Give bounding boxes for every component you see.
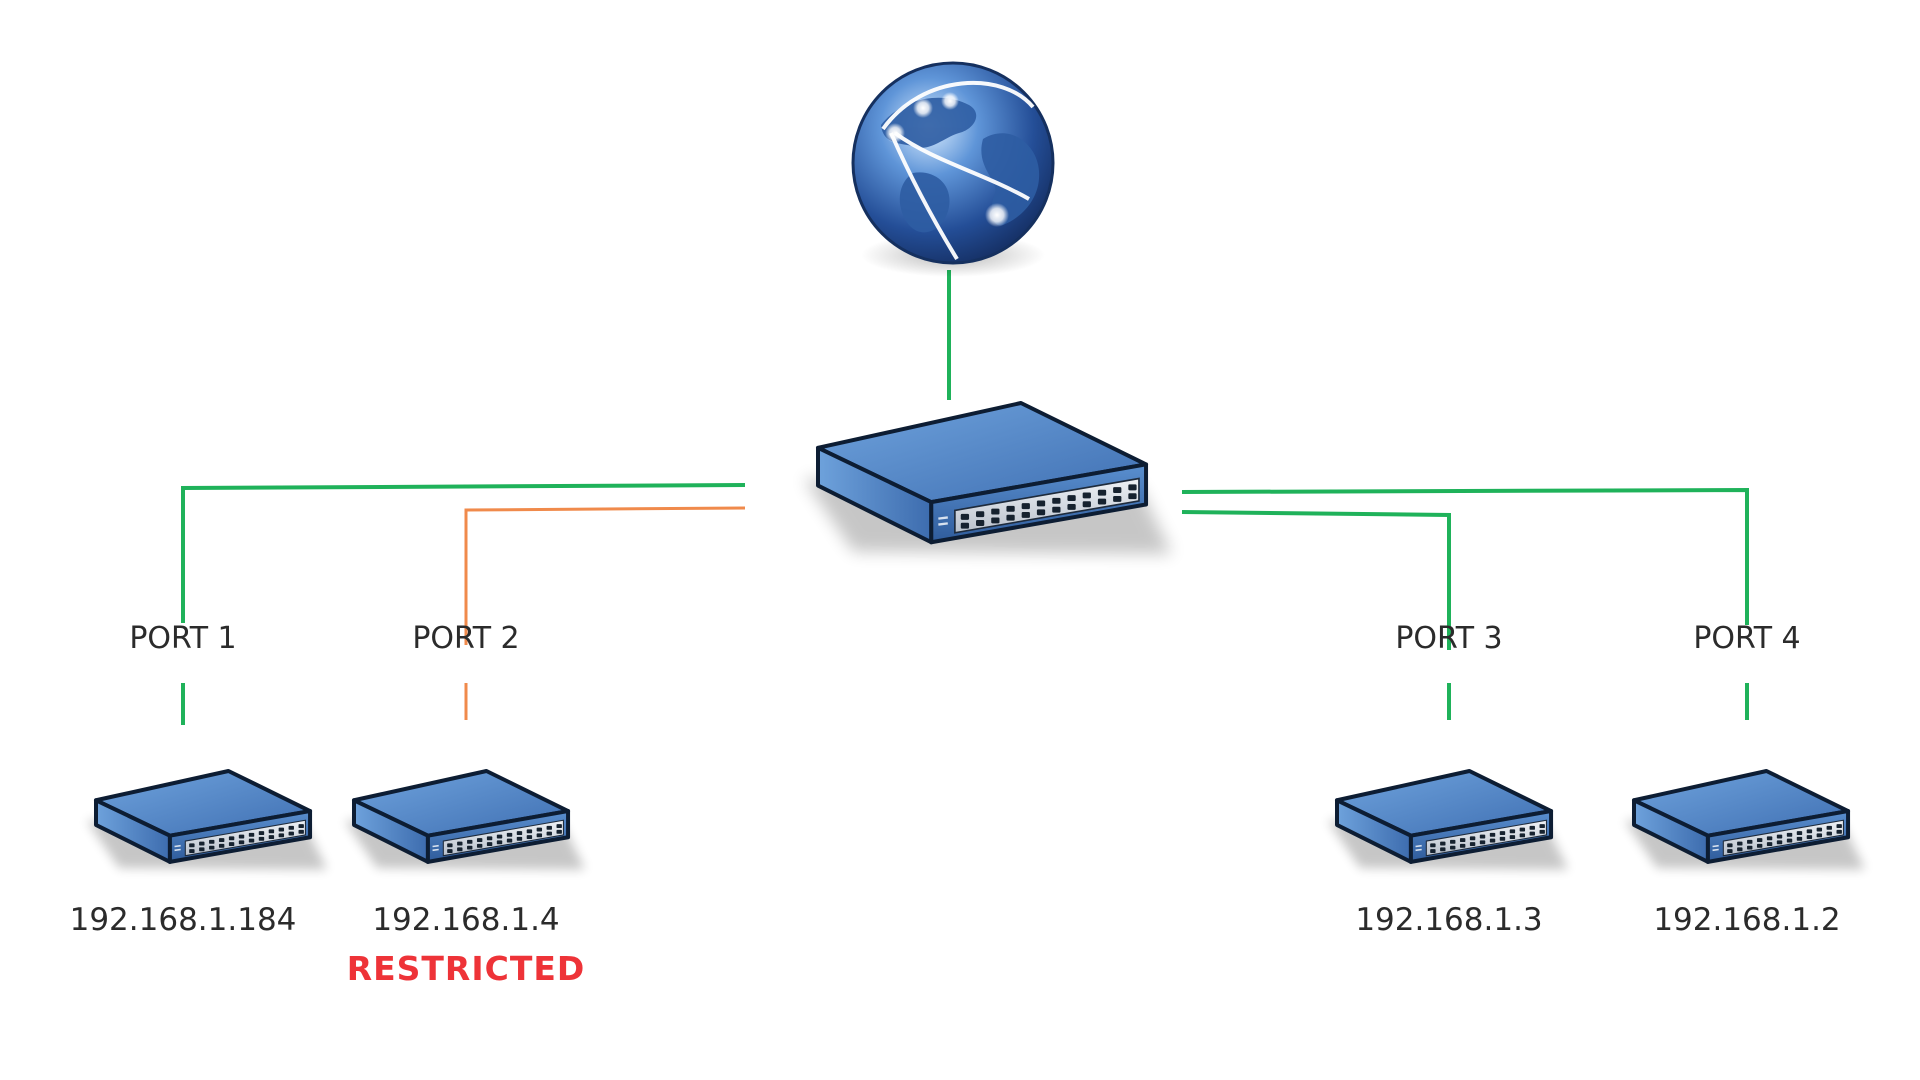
link-line-port-1 xyxy=(181,483,746,623)
port-label-3: PORT 3 xyxy=(1395,621,1502,656)
link-line-port-4 xyxy=(1181,487,1749,625)
link-line-port-3 xyxy=(1181,510,1451,650)
link-lines xyxy=(181,270,1749,725)
ip-address-1: 192.168.1.184 xyxy=(70,902,297,938)
port-label-2: PORT 2 xyxy=(412,621,519,656)
ip-address-4: 192.168.1.2 xyxy=(1653,902,1840,938)
device-switch-icon-3 xyxy=(1327,768,1568,870)
device-switch-icon-4 xyxy=(1624,768,1865,870)
port-label-1: PORT 1 xyxy=(129,621,236,656)
link-line-port-2 xyxy=(464,506,746,645)
ip-address-2: 192.168.1.4 xyxy=(372,902,559,938)
status-badge-2: RESTRICTED xyxy=(347,949,586,988)
core-switch-icon xyxy=(803,401,1172,555)
globe-icon xyxy=(851,61,1055,277)
device-switch-icon-2 xyxy=(344,768,585,870)
device-switches xyxy=(86,768,1865,870)
port-label-4: PORT 4 xyxy=(1693,621,1800,656)
ip-address-3: 192.168.1.3 xyxy=(1355,902,1542,938)
core-switch-body xyxy=(803,401,1172,555)
device-switch-icon-1 xyxy=(86,768,327,870)
port-labels: PORT 1 192.168.1.184 PORT 2 192.168.1.4REST… xyxy=(70,621,1841,988)
